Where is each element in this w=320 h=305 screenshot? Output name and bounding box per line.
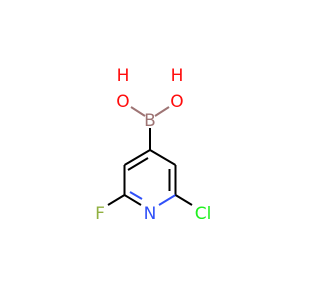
bond-b-o-left: [130, 106, 146, 117]
bond-c4-c5: [149, 149, 177, 166]
bond-n-c6: [158, 194, 177, 206]
atom-hydrogen-left-label: H: [117, 66, 130, 86]
bond-c6-cl: [174, 194, 193, 206]
bond-c4-c3-inner: [127, 157, 149, 171]
atom-labels: B O H O H N F Cl: [95, 66, 211, 224]
atom-nitrogen-label: N: [144, 204, 157, 224]
bonds: [107, 106, 193, 206]
atom-hydrogen-right-label: H: [171, 66, 184, 86]
atom-boron-label: B: [144, 111, 156, 131]
atom-chlorine-label: Cl: [195, 204, 212, 224]
bond-b-o-right: [154, 106, 170, 117]
bond-c2-n-inner: [129, 191, 143, 200]
bond-c2-f: [107, 194, 126, 206]
bond-c4-c3: [123, 149, 151, 166]
molecule-canvas: B O H O H N F Cl: [95, 66, 212, 224]
atom-fluorine-label: F: [95, 204, 105, 224]
atom-oxygen-left-label: O: [116, 92, 129, 112]
atom-oxygen-right-label: O: [170, 92, 183, 112]
molecule-structure: B O H O H N F Cl: [95, 66, 211, 224]
bond-c2-n: [123, 194, 142, 206]
